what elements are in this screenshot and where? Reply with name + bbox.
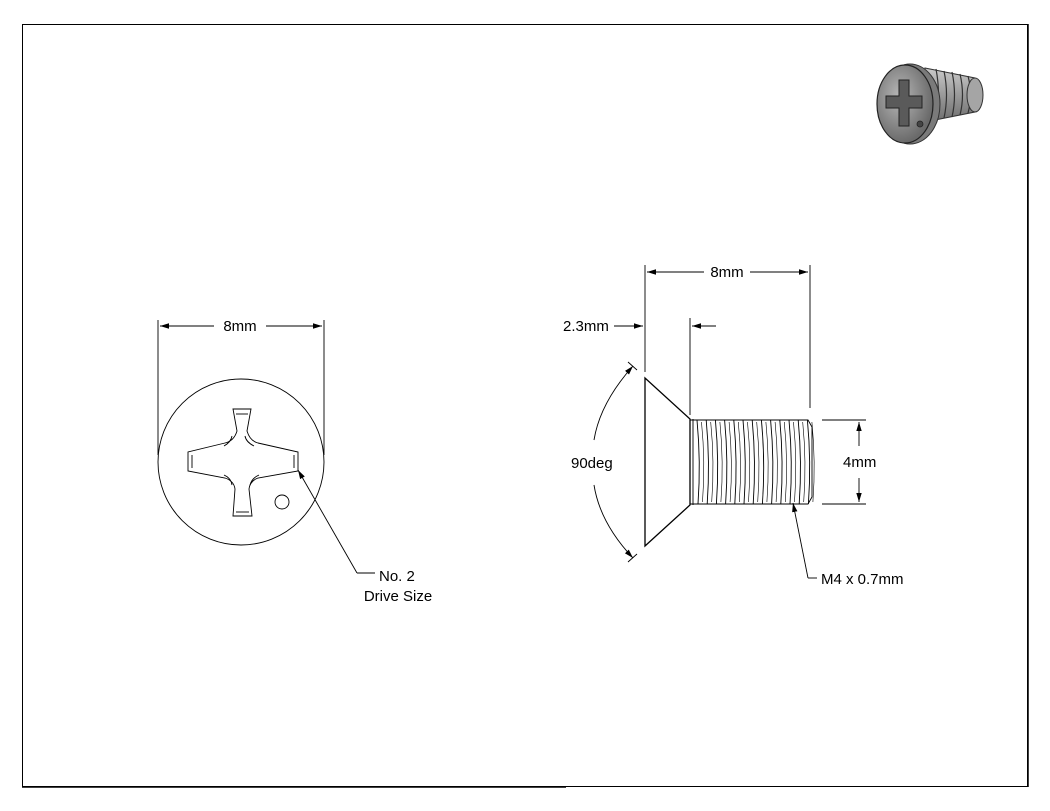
thread-root-line <box>719 421 723 503</box>
thread-crest-line <box>751 419 755 505</box>
thread-crest-line <box>760 419 765 505</box>
head-height-dimension: 2.3mm <box>563 318 716 415</box>
screw-head-outline <box>157 378 325 546</box>
front-width-label: 8mm <box>223 318 256 335</box>
retention-hole <box>274 494 290 510</box>
drive-size-label-line2: Drive Size <box>364 588 432 605</box>
countersunk-head <box>644 376 691 548</box>
head-angle-label: 90deg <box>571 455 613 472</box>
thread-crest-line <box>705 419 709 505</box>
thread-root-line <box>774 421 778 503</box>
diameter-dimension: 4mm <box>822 419 876 505</box>
thread-crest-line <box>788 419 792 505</box>
threaded-shank-outline <box>690 419 813 505</box>
thread-lines <box>696 419 815 505</box>
isometric-preview-image <box>876 63 984 145</box>
thread-crest-line <box>733 419 737 505</box>
thread-crest-line <box>779 419 783 505</box>
thread-root-line <box>802 421 806 503</box>
diameter-label: 4mm <box>843 454 876 471</box>
head-angle-dimension: 90deg <box>571 361 638 563</box>
thread-crest-line <box>797 419 801 505</box>
thread-callout: M4 x 0.7mm <box>792 502 904 588</box>
thread-root-line <box>738 421 741 503</box>
front-width-dimension: 8mm <box>157 318 325 455</box>
thread-crest-line <box>724 419 728 505</box>
thread-root-line <box>747 421 751 503</box>
thread-root-line <box>710 421 714 503</box>
recess-inner-lines <box>191 413 295 513</box>
thread-callout-label: M4 x 0.7mm <box>821 571 904 588</box>
drive-size-callout: No. 2 Drive Size <box>297 469 432 605</box>
phillips-recess <box>187 408 299 517</box>
thread-crest-line <box>806 419 811 505</box>
drive-size-label-line1: No. 2 <box>379 568 415 585</box>
thread-root-line <box>756 421 760 503</box>
thread-crest-line <box>770 419 774 505</box>
thread-root-line <box>701 421 705 503</box>
thread-root-line <box>728 421 732 503</box>
thread-crest-line <box>714 419 719 505</box>
thread-crest-line <box>696 419 700 505</box>
side-view: 8mm 2.3mm 90deg 4mm M <box>563 264 904 588</box>
thread-root-line <box>784 421 787 503</box>
side-length-dimension: 8mm <box>644 264 811 408</box>
front-view: 8mm No. 2 Drive Size <box>157 318 432 605</box>
thread-root-line <box>811 421 815 503</box>
thread-crest-line <box>742 419 746 505</box>
thread-root-line <box>765 421 769 503</box>
side-length-label: 8mm <box>710 264 743 281</box>
thread-root-line <box>793 421 797 503</box>
drawing-frame <box>22 24 1029 788</box>
head-height-label: 2.3mm <box>563 318 609 335</box>
